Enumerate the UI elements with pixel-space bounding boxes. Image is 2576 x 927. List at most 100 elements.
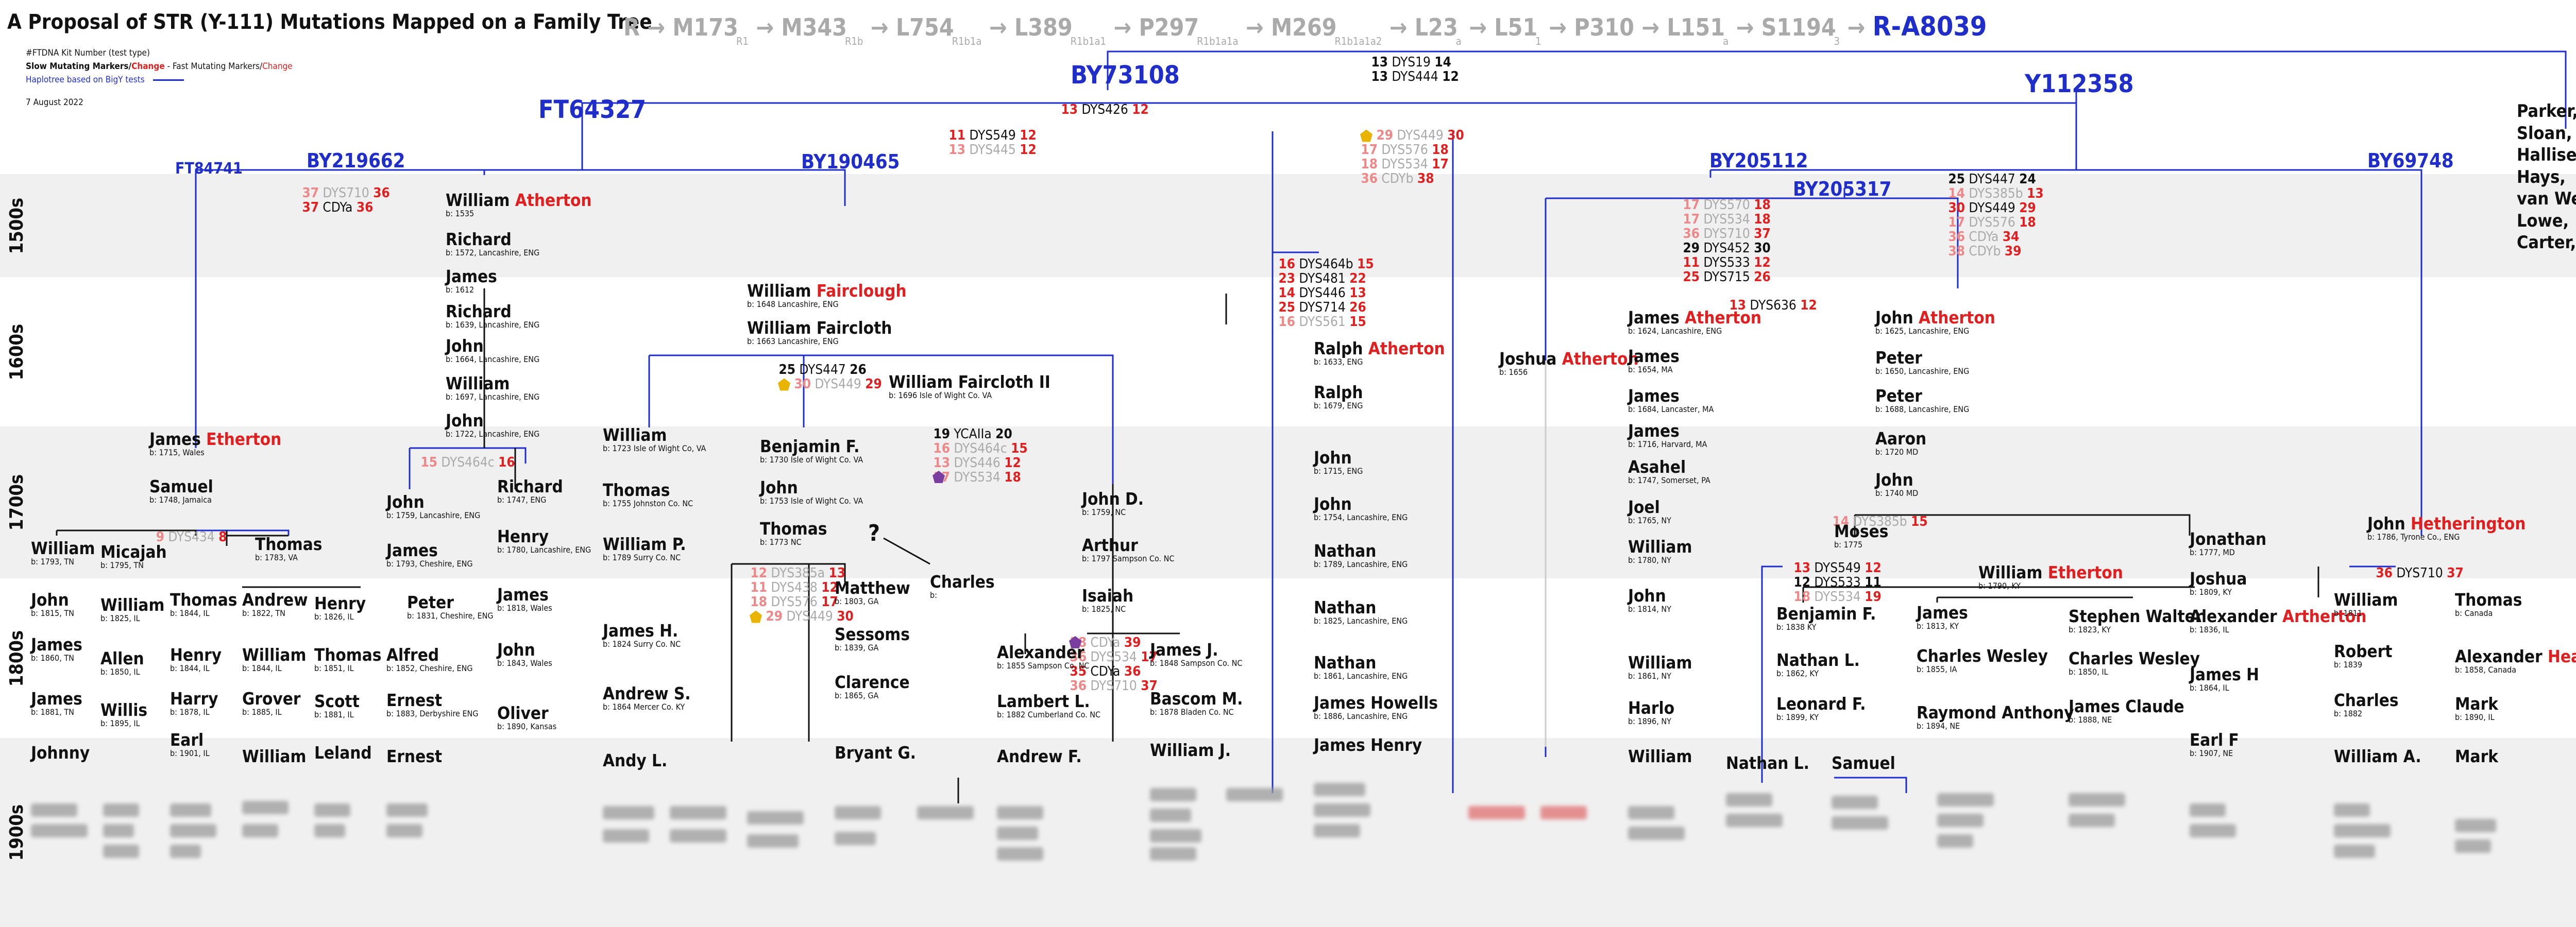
person-name: Henry	[314, 595, 366, 612]
given-name: Ralph	[1314, 338, 1368, 358]
given-name: Joel	[1628, 497, 1660, 517]
marker-value: 38	[1948, 244, 1965, 259]
marker-value: 25	[1278, 300, 1295, 315]
marker-value: 12	[1793, 575, 1810, 590]
person-entry: Leland	[314, 744, 372, 761]
marker-row: 36 DYS710 37	[1682, 227, 1770, 241]
birth-info: b: 1803, GA	[835, 596, 879, 606]
marker-change: 30	[1754, 241, 1771, 256]
path-snp-3: L754	[895, 13, 954, 41]
surname: Atherton	[1368, 338, 1445, 358]
marker-change: 12	[1442, 69, 1459, 84]
person-name: William	[31, 540, 95, 557]
birth-info: b:	[930, 590, 937, 600]
birth-info: b: 1747, ENG	[497, 495, 547, 505]
chart-date: 7 August 2022	[26, 97, 83, 108]
birth-info: b: 1883, Derbyshire ENG	[386, 709, 479, 718]
path-snp-4: L389	[1014, 13, 1073, 41]
chart-title: A Proposal of STR (Y-111) Mutations Mapp…	[7, 10, 652, 34]
given-name: William P.	[603, 534, 686, 554]
person-name: Earl F	[2190, 731, 2239, 748]
redacted-name	[2334, 824, 2391, 837]
marker-value: 16	[1278, 256, 1295, 272]
person-name: William P.	[603, 536, 686, 553]
marker-name: DYS533	[1810, 575, 1865, 590]
given-name: Thomas	[760, 519, 827, 539]
marker-value: 13	[1729, 298, 1746, 313]
given-name: William	[31, 538, 95, 558]
person-entry: Ernest	[386, 748, 442, 765]
marker-change: 12	[1020, 142, 1037, 158]
birth-info: b: 1890, IL	[2455, 712, 2495, 722]
given-name: Scott	[314, 691, 360, 711]
path-subclade-8: 1	[1535, 35, 1541, 47]
marker-row: 29 DYS452 30	[1682, 241, 1771, 256]
person-name: James	[1917, 604, 1968, 621]
surname-1: Sloan,	[2516, 123, 2572, 144]
marker-value: 17	[1948, 215, 1965, 230]
person-name: James	[31, 636, 82, 653]
birth-info: b: 1901, IL	[170, 748, 210, 758]
redacted-name	[103, 803, 139, 817]
marker-change: 34	[2002, 229, 2020, 245]
birth-info: b: 1814, NY	[1628, 604, 1671, 614]
given-name: Nathan	[1314, 541, 1377, 561]
marker-name: DYS534	[1700, 212, 1754, 227]
marker-change: 18	[1432, 142, 1449, 158]
person-name: Alexander Heatherington	[2455, 648, 2576, 665]
birth-info: b: 1831, Cheshire, ENG	[407, 611, 494, 621]
birth-info: b: 1825, IL	[100, 613, 140, 623]
given-name: Lambert L.	[997, 691, 1090, 711]
marker-name: DYS447	[1965, 171, 2020, 187]
marker-change: 12	[1800, 298, 1817, 313]
given-name: James H	[2190, 664, 2259, 684]
given-name: John	[31, 590, 69, 610]
marker-name: DYS444	[1388, 69, 1443, 84]
given-name: Alexander	[2190, 606, 2282, 626]
redacted-name	[2190, 803, 2226, 817]
marker-value: 11	[1683, 255, 1700, 270]
person-name: James Claude	[2069, 698, 2184, 715]
marker-change: 22	[1349, 271, 1366, 286]
marker-name: DYS576	[1965, 215, 2020, 230]
marker-change: 13	[2027, 186, 2044, 201]
marker-name: DYS438	[767, 580, 822, 595]
marker-change: 12	[1754, 255, 1771, 270]
marker-value: 36	[1070, 678, 1087, 694]
marker-change: 12	[821, 580, 838, 595]
marker-row: 18 DYS534 17	[1360, 157, 1448, 171]
marker-change: 16	[498, 455, 515, 470]
marker-name: DYS464c	[950, 441, 1011, 456]
arrow-icon: →	[1541, 13, 1574, 41]
birth-info: b: 1759, Lancashire, ENG	[386, 510, 481, 520]
surname: Heatherington	[2547, 646, 2576, 666]
marker-row: 36 CDYa 34	[1947, 230, 2019, 244]
marker-name: DYS534	[1087, 649, 1141, 665]
given-name: Sessoms	[835, 624, 910, 644]
redacted-name	[1628, 806, 1674, 819]
redacted-name	[1832, 816, 1888, 830]
given-name: James H.	[603, 621, 679, 641]
person-entry: Andy L.	[603, 752, 667, 769]
given-name: Thomas	[170, 590, 238, 610]
redacted-name	[314, 803, 350, 817]
path-subclade-10: a	[1723, 35, 1729, 47]
birth-info: b: 1780, NY	[1628, 555, 1671, 565]
birth-info: b: 1860, TN	[31, 653, 74, 663]
person-name: John	[760, 479, 863, 496]
person-name: James	[446, 268, 497, 285]
given-name: Grover	[242, 689, 301, 709]
